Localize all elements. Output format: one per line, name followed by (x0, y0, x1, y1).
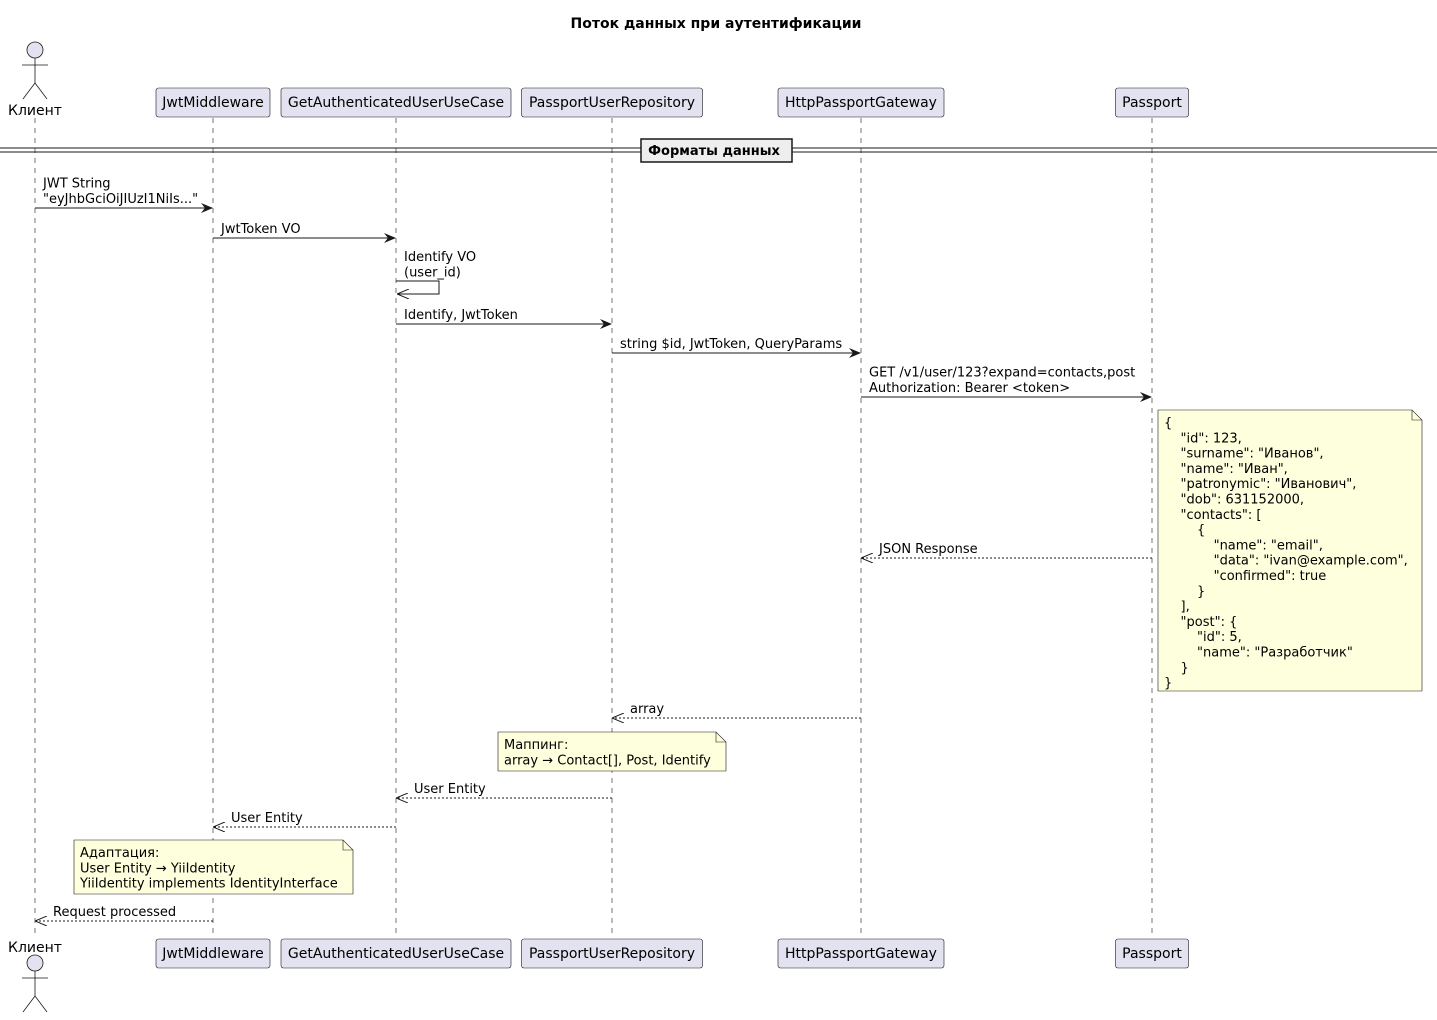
note-line: "dob": 631152000, (1164, 493, 1304, 508)
actor-top: Клиент (8, 41, 62, 119)
participant-repo-top: PassportUserRepository (521, 87, 703, 118)
message-label: (user_id) (404, 265, 461, 280)
note-line: "name": "email", (1164, 538, 1323, 553)
note-line: "data": "ivan@example.com", (1164, 554, 1408, 569)
message-11: Request processed (36, 905, 213, 921)
note-line: Адаптация: (80, 846, 159, 861)
note-line: "name": "Разработчик" (1164, 646, 1353, 661)
note-line: } (1164, 661, 1189, 676)
participant-gateway-top: HttpPassportGateway (777, 87, 945, 118)
message-label: JWT String (42, 177, 111, 192)
message-label: User Entity (414, 782, 486, 797)
message-arrow (396, 280, 440, 294)
participant-label: JwtMiddleware (161, 95, 263, 111)
note-line: "id": 5, (1164, 630, 1242, 645)
note-line: ], (1164, 600, 1190, 615)
note-line: "contacts": [ (1164, 508, 1262, 523)
message-label: string $id, JwtToken, QueryParams (620, 337, 842, 352)
note-line: "post": { (1164, 615, 1237, 630)
participant-label: JwtMiddleware (161, 946, 263, 962)
participant-usecase-bottom: GetAuthenticatedUserUseCase (280, 938, 512, 969)
message-label: Identify, JwtToken (404, 308, 518, 323)
divider: Форматы данных (0, 138, 1437, 163)
participant-label: Клиент (8, 103, 62, 119)
participants: КлиентКлиентJwtMiddlewareJwtMiddlewareGe… (8, 41, 1189, 1013)
message-label: Identify VO (404, 250, 476, 265)
message-7: JSON Response (862, 542, 1152, 558)
participant-label: Passport (1122, 946, 1182, 962)
note-line: { (1164, 523, 1205, 538)
participant-label: PassportUserRepository (529, 946, 695, 962)
participant-passport-top: Passport (1115, 87, 1189, 118)
message-3: Identify VO(user_id) (396, 250, 476, 294)
message-9: User Entity (397, 782, 612, 798)
actor-bottom: Клиент (8, 940, 62, 1013)
participant-label: Passport (1122, 95, 1182, 111)
lifelines (34, 118, 1153, 938)
note-line: "name": "Иван", (1164, 462, 1288, 477)
message-6: GET /v1/user/123?expand=contacts,postAut… (861, 366, 1152, 402)
message-label: User Entity (231, 811, 303, 826)
message-2: JwtToken VO (213, 222, 396, 243)
note-line: User Entity → YiiIdentity (80, 861, 236, 876)
divider-box (640, 138, 793, 163)
note-line: "surname": "Иванов", (1164, 447, 1324, 462)
note-line: "patronymic": "Иванович", (1164, 477, 1356, 492)
message-8: array (613, 702, 861, 718)
message-4: Identify, JwtToken (396, 308, 612, 329)
message-1: JWT String"eyJhbGciOiJIUzI1NiIs..." (35, 177, 213, 213)
participant-jwt-bottom: JwtMiddleware (155, 938, 271, 969)
participant-label: GetAuthenticatedUserUseCase (288, 946, 504, 962)
message-label: "eyJhbGciOiJIUzI1NiIs..." (43, 192, 198, 207)
note-line: array → Contact[], Post, Identify (504, 753, 711, 768)
notes: { "id": 123, "surname": "Иванов", "name"… (73, 409, 1423, 895)
participant-label: HttpPassportGateway (785, 95, 937, 111)
note-line: "confirmed": true (1164, 569, 1326, 584)
mapping-note: Маппинг:array → Contact[], Post, Identif… (497, 731, 727, 772)
note-line: } (1164, 584, 1205, 599)
participant-gateway-bottom: HttpPassportGateway (777, 938, 945, 969)
participant-passport-bottom: Passport (1115, 938, 1189, 969)
participant-label: Клиент (8, 940, 62, 956)
note-line: YiiIdentity implements IdentityInterface (79, 877, 338, 892)
messages: JWT String"eyJhbGciOiJIUzI1NiIs..." JwtTo… (35, 177, 1152, 921)
participant-repo-bottom: PassportUserRepository (521, 938, 703, 969)
participant-label: GetAuthenticatedUserUseCase (288, 95, 504, 111)
participant-jwt-top: JwtMiddleware (155, 87, 271, 118)
note-line: "id": 123, (1164, 431, 1242, 446)
message-5: string $id, JwtToken, QueryParams (612, 337, 861, 358)
adapt-note: Адаптация:User Entity → YiiIdentityYiiId… (73, 839, 354, 895)
message-label: JSON Response (878, 542, 978, 557)
message-label: array (630, 702, 664, 717)
message-label: GET /v1/user/123?expand=contacts,post (869, 366, 1135, 381)
diagram-title: Поток данных при аутентификации (571, 16, 862, 32)
participant-usecase-top: GetAuthenticatedUserUseCase (280, 87, 512, 118)
participant-label: HttpPassportGateway (785, 946, 937, 962)
note-line: } (1164, 676, 1172, 691)
message-label: JwtToken VO (220, 222, 301, 237)
note-line: Маппинг: (504, 738, 568, 753)
message-10: User Entity (214, 811, 396, 827)
message-label: Authorization: Bearer <token> (869, 381, 1070, 396)
participant-label: PassportUserRepository (529, 95, 695, 111)
note-line: { (1164, 416, 1172, 431)
divider-label: Форматы данных (648, 144, 780, 159)
message-label: Request processed (53, 905, 176, 920)
json-note: { "id": 123, "surname": "Иванов", "name"… (1157, 409, 1423, 692)
